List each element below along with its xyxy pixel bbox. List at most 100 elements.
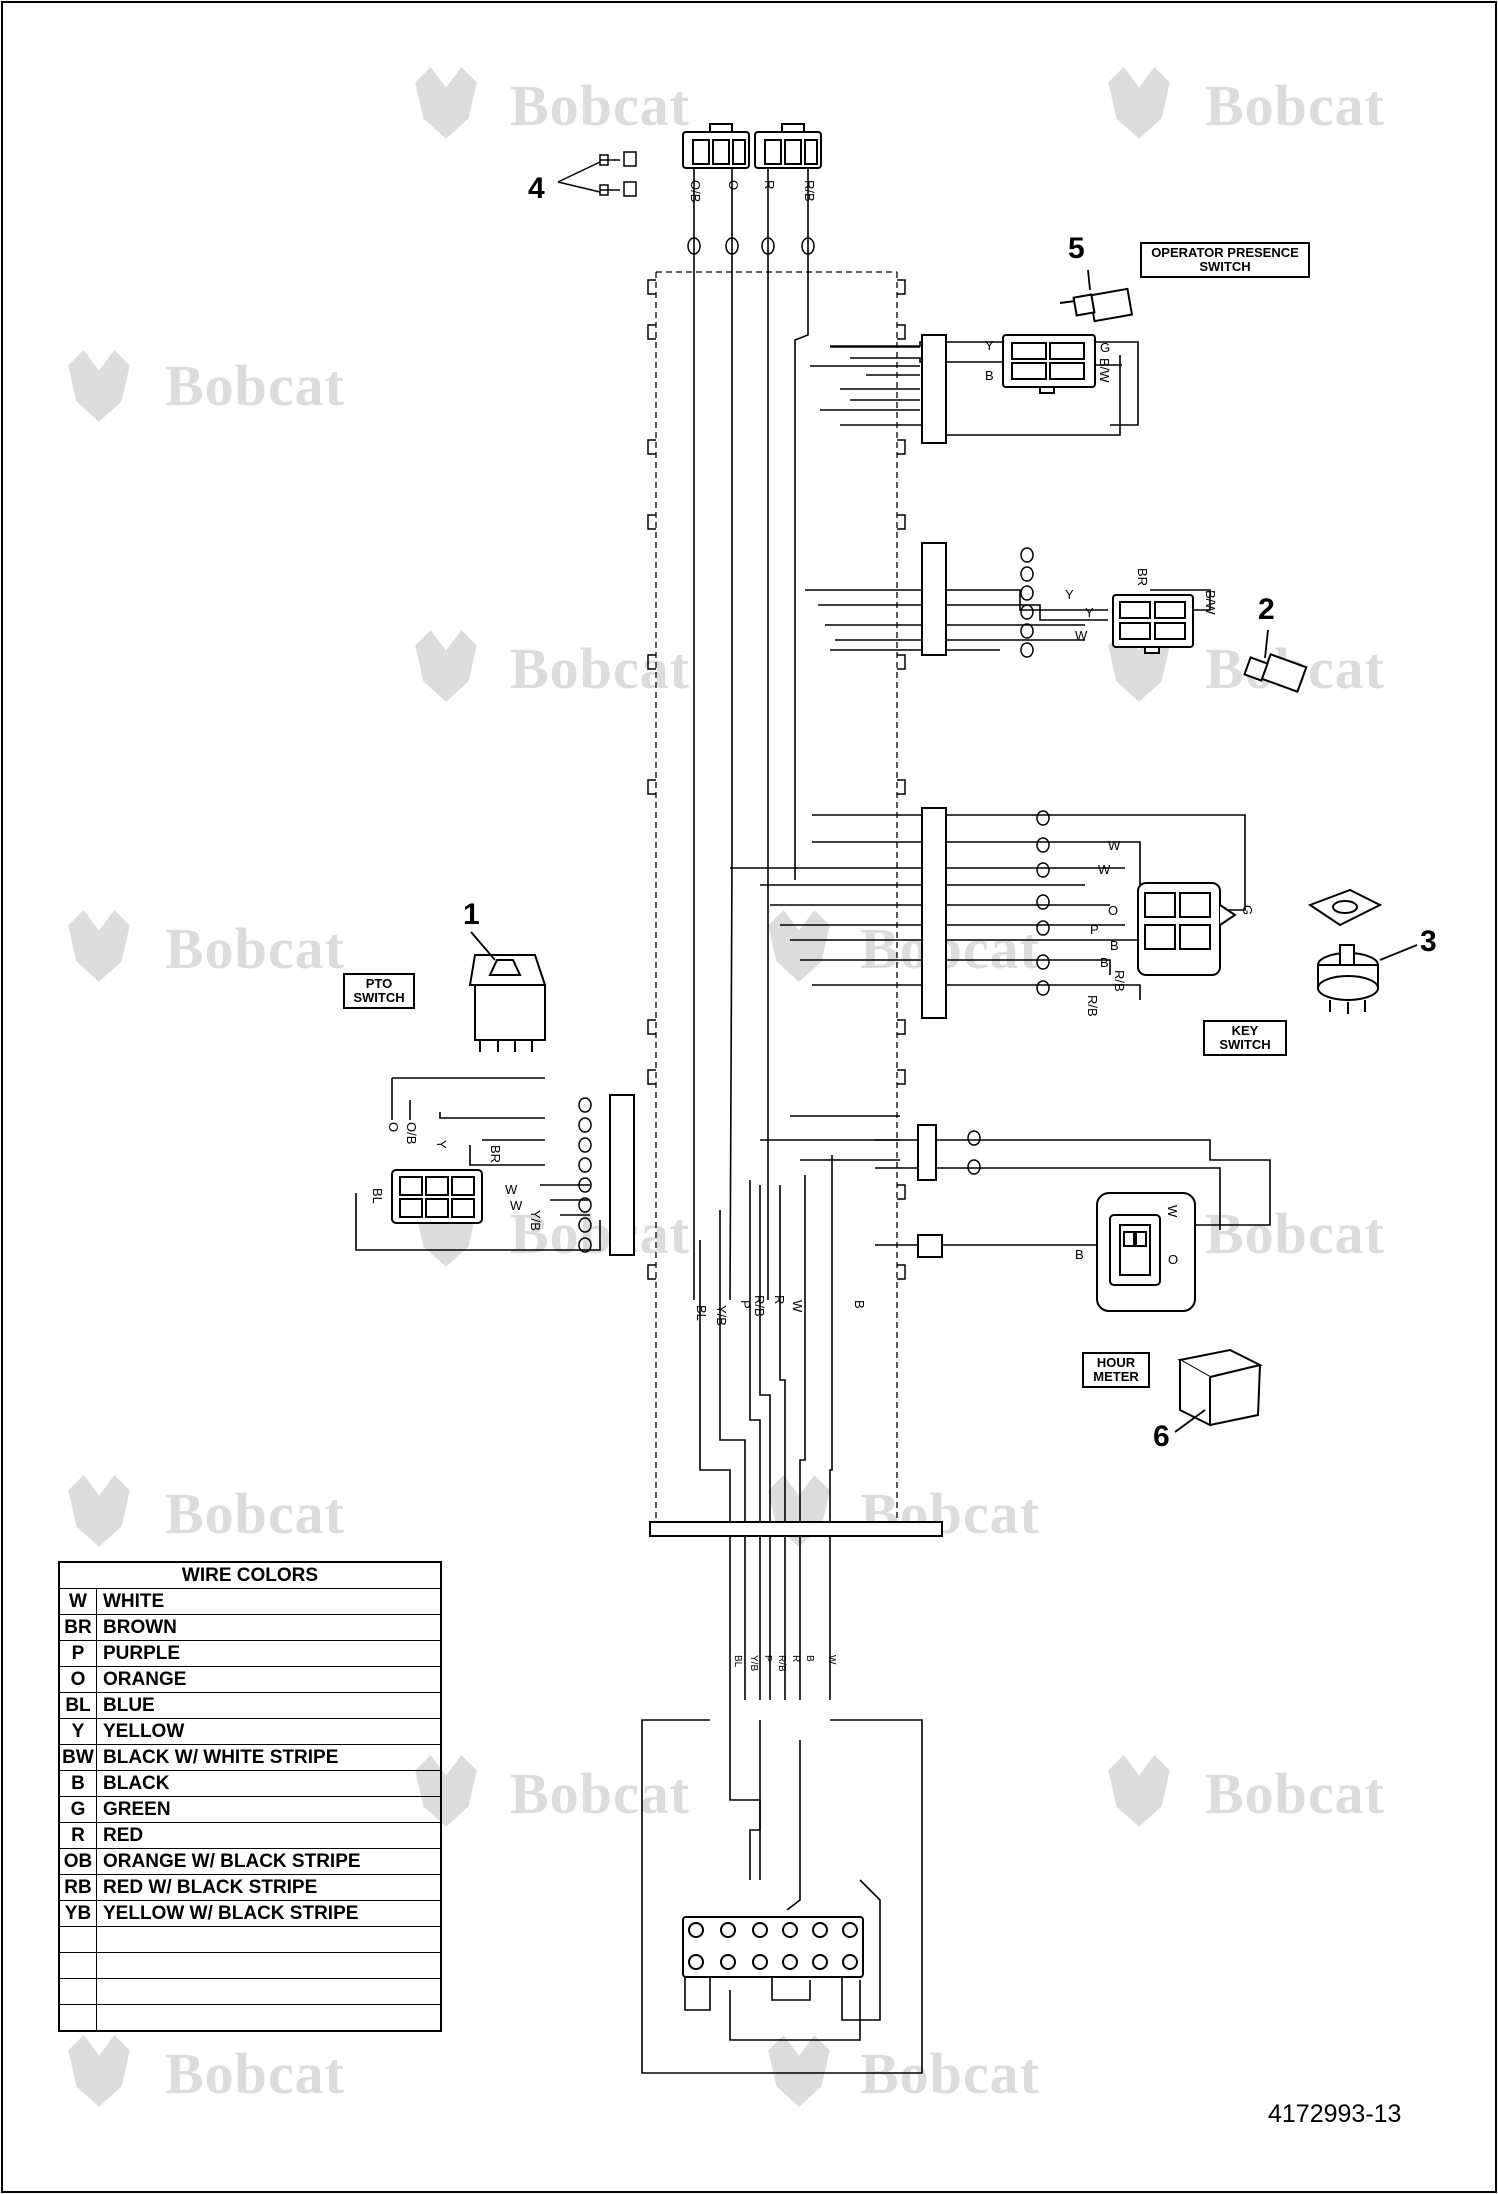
legend-row (58, 1952, 442, 1979)
wire-label: R (790, 1655, 801, 1663)
bobcat-logo-icon (1108, 1755, 1170, 1827)
wire-label: R (772, 1295, 787, 1305)
watermark-text: Bobcat (510, 73, 690, 138)
wire-label: O (726, 180, 741, 191)
legend-row (58, 2004, 442, 2032)
watermark-text: Bobcat (165, 916, 345, 981)
watermark-text: Bobcat (1205, 1761, 1385, 1826)
wire-label: B (852, 1300, 867, 1309)
harness-outline (655, 271, 898, 1525)
wire-label: R/B (1112, 970, 1127, 992)
hour-meter-part (1177, 1348, 1263, 1427)
wire-label: W (510, 1198, 523, 1213)
wire-label: BR (1135, 568, 1150, 587)
bundle-wires (760, 346, 920, 1161)
legend-code (58, 1926, 97, 1953)
legend-name: WHITE (96, 1588, 442, 1615)
callout-1: 1 (463, 898, 480, 931)
key-switch-part (1307, 888, 1383, 1014)
key-switch-connector (1137, 882, 1237, 976)
legend-code: O (58, 1666, 97, 1693)
wire-label: BR (488, 1145, 503, 1164)
wire-label: B (1110, 938, 1119, 953)
legend-code: G (58, 1796, 97, 1823)
wire-label: R/B (752, 1295, 767, 1317)
wire-label: R/B (802, 180, 817, 202)
callout-2-part (1243, 653, 1308, 693)
wire-label: O (1108, 903, 1119, 918)
legend-code: R (58, 1822, 97, 1849)
bobcat-logo-icon (1108, 67, 1170, 139)
operator-presence-connector (1002, 334, 1096, 394)
wire-label: R/B (776, 1655, 787, 1672)
callout-leaders (470, 269, 1418, 1433)
bobcat-logo-icon (768, 910, 830, 982)
legend-code (58, 1978, 97, 2005)
operator-presence-switch-part (1059, 287, 1134, 323)
legend-name: GREEN (96, 1796, 442, 1823)
bobcat-logo-icon (68, 350, 130, 422)
legend-name (96, 1978, 442, 2005)
wire-label: Y (985, 338, 994, 353)
wire-label: Y/B (528, 1210, 543, 1231)
document-number: 4172993-13 (1268, 2100, 1402, 2128)
wire-label: P (1090, 922, 1099, 937)
wire-label: W (1108, 838, 1121, 853)
watermark-text: Bobcat (165, 2041, 345, 2106)
pto-switch-part (468, 954, 547, 1052)
pto-connector (391, 1169, 483, 1224)
wire-label: Y (1065, 587, 1074, 602)
top-connectors (682, 123, 822, 169)
legend-code: BW (58, 1744, 97, 1771)
legend-code: BL (58, 1692, 97, 1719)
harness-clips (647, 279, 906, 1280)
wire-label: BL (370, 1188, 385, 1204)
wire-label: G (1100, 340, 1111, 355)
wire-label: O (386, 1122, 401, 1133)
wire-label: W (826, 1655, 837, 1665)
legend-title: WIRE COLORS (58, 1561, 442, 1589)
legend-name: ORANGE (96, 1666, 442, 1693)
legend-name (96, 1926, 442, 1953)
wire-label: W (1165, 1205, 1180, 1218)
legend-code: P (58, 1640, 97, 1667)
legend-code: B (58, 1770, 97, 1797)
callout-4: 4 (528, 172, 545, 205)
legend-name: YELLOW (96, 1718, 442, 1745)
wire-label: B (1075, 1247, 1084, 1262)
mid-connector (1112, 594, 1194, 654)
legend-code (58, 1952, 97, 1979)
bottom-terminal-block (682, 1916, 864, 1978)
wire-label: Y (1085, 605, 1094, 620)
legend-name (96, 2004, 442, 2032)
wire-label: B (985, 368, 994, 383)
hour-meter-label: HOUR METER (1082, 1352, 1150, 1388)
key-switch-label: KEY SWITCH (1203, 1020, 1287, 1056)
sleeves (609, 334, 947, 1537)
bobcat-logo-icon (68, 2035, 130, 2107)
watermark-text: Bobcat (1205, 1201, 1385, 1266)
callout-5: 5 (1068, 232, 1085, 265)
wire-label: O/B (404, 1122, 419, 1145)
wire-label: W (1098, 862, 1111, 877)
wire-runs (355, 168, 1271, 2074)
legend-code (58, 2004, 97, 2032)
wire-label: B/W (1097, 358, 1112, 383)
wire-label: P (762, 1655, 773, 1662)
wire-label: O (1168, 1252, 1179, 1267)
wire-label: W (505, 1182, 518, 1197)
wire-label: BL (732, 1655, 743, 1668)
bobcat-logo-icon (68, 1475, 130, 1547)
legend-name (96, 1952, 442, 1979)
wire-label: B (804, 1655, 815, 1662)
legend-row (58, 1926, 442, 1953)
callout-6: 6 (1153, 1420, 1170, 1453)
